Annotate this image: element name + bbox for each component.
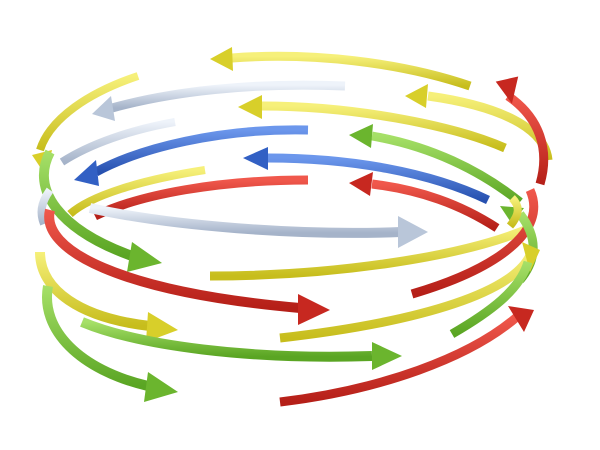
yellow-arrow (35, 251, 178, 342)
yellow-arrow (67, 166, 206, 218)
yellow-arrow (209, 223, 532, 281)
green-arrow (38, 149, 162, 272)
left-side-bands (35, 149, 402, 402)
green-arrow (349, 124, 523, 206)
green-arrow (42, 285, 178, 402)
right-side-bands (209, 188, 540, 407)
yellow-arrow (506, 195, 522, 229)
red-arrow (349, 172, 500, 232)
blue-arrow (74, 125, 309, 186)
blue-arrow (243, 147, 490, 205)
green-arrow (80, 317, 402, 370)
silver-arrow (92, 80, 346, 121)
yellow-arrow (238, 95, 507, 153)
red-arrow (279, 306, 534, 407)
back-arrows (32, 47, 553, 232)
green-arrow (449, 260, 533, 338)
silver-arrow (88, 203, 428, 248)
silver-arrow (59, 118, 176, 166)
red-arrow (495, 76, 549, 186)
silver-arrow (37, 187, 54, 226)
yellow-arrow (210, 47, 472, 91)
red-arrow (44, 208, 330, 325)
red-arrow (410, 188, 539, 299)
